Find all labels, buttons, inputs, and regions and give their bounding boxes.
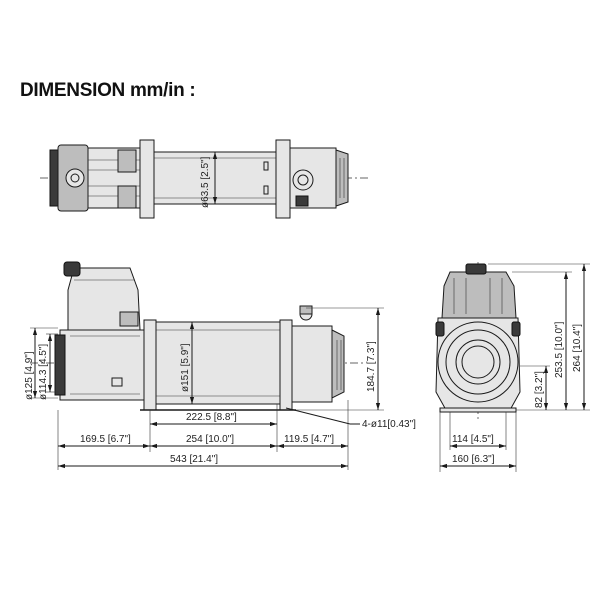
front-view: ø125 [4.9"] ø114.3 [4.5"] ø151 [5.9"] 18… xyxy=(24,261,416,470)
dim-height-82: 82 [3.2"] xyxy=(534,371,545,408)
dim-height-264: 264 [10.4"] xyxy=(572,324,583,372)
dim-len-222: 222.5 [8.8"] xyxy=(186,412,237,423)
dim-shaft-dia: ø63.5 [2.5"] xyxy=(200,156,211,208)
dim-drum-dia: ø151 [5.9"] xyxy=(180,343,191,392)
dim-len-119: 119.5 [4.7"] xyxy=(284,434,334,445)
dim-height-253: 253.5 [10.0"] xyxy=(554,321,565,378)
dim-height-184: 184.7 [7.3"] xyxy=(366,341,377,392)
dim-width-114: 114 [4.5"] xyxy=(452,434,494,445)
top-view: ø63.5 [2.5"] xyxy=(40,139,370,219)
page-title: DIMENSION mm/in : xyxy=(20,80,196,101)
side-view: 114 [4.5"] 160 [6.3"] 82 [3.2"] 253.5 [1… xyxy=(435,262,590,472)
dim-flange-dia-114: ø114.3 [4.5"] xyxy=(38,344,49,400)
dim-flange-dia-125: ø125 [4.9"] xyxy=(24,351,35,400)
dim-len-169: 169.5 [6.7"] xyxy=(80,434,131,445)
dim-width-160: 160 [6.3"] xyxy=(452,454,495,465)
dim-len-543: 543 [21.4"] xyxy=(170,454,218,465)
dim-len-254: 254 [10.0"] xyxy=(186,434,234,445)
dim-holes: 4-ø11[0.43"] xyxy=(362,419,416,430)
